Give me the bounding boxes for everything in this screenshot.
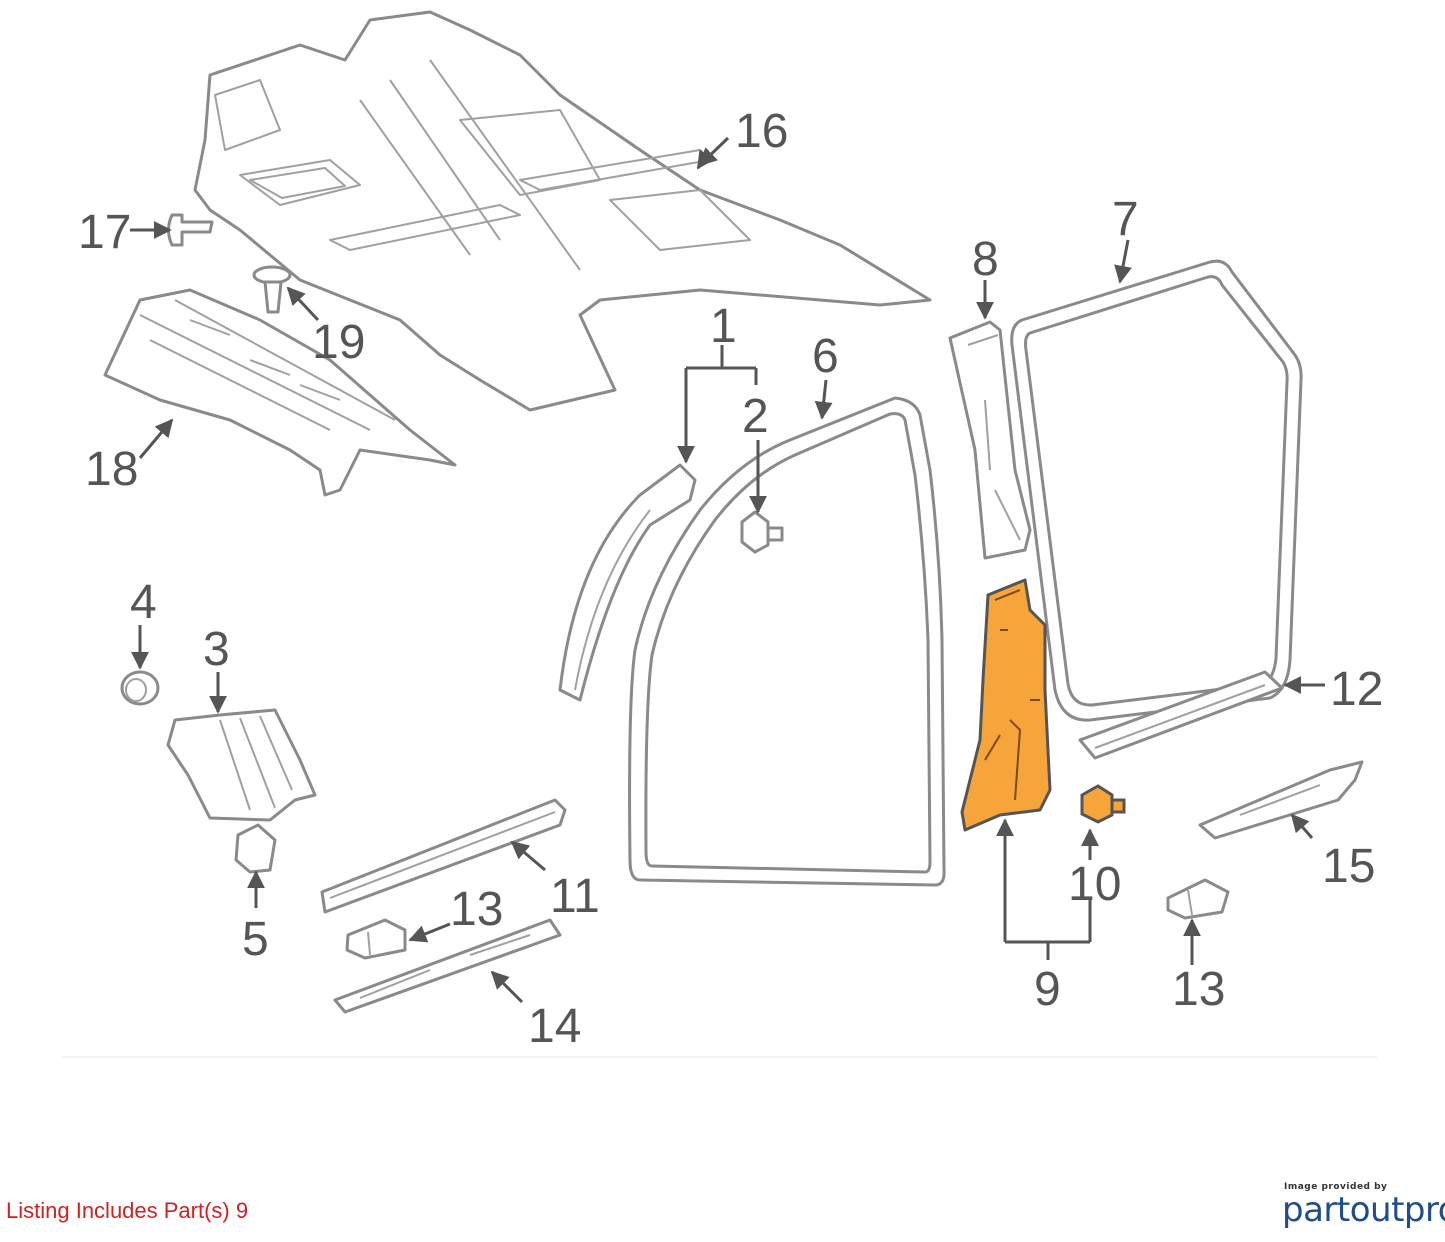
callout-14: 14: [528, 1000, 581, 1053]
part-5-clip: [234, 823, 277, 874]
callout-4: 4: [130, 576, 157, 629]
callout-3: 3: [203, 623, 230, 676]
callout-13-right: 13: [1172, 963, 1225, 1016]
callout-17: 17: [78, 206, 131, 259]
part-13-clip-left: [345, 918, 407, 960]
part-19-push-clip: [252, 265, 292, 314]
part-2-clip: [740, 510, 784, 554]
callout-12: 12: [1330, 663, 1383, 716]
part-4-cap: [120, 670, 160, 706]
part-9-lower-pillar-garnish: [960, 578, 1052, 832]
part-17-push-clip: [167, 213, 214, 247]
callout-16: 16: [735, 105, 788, 158]
part-15-rear-step-plate: [1198, 760, 1364, 840]
part-18-rear-floor-panel: [103, 288, 457, 497]
callout-5: 5: [242, 913, 269, 966]
image-credit: Image provided by: [1284, 1182, 1388, 1192]
listing-note: Listing Includes Part(s) 9: [6, 1198, 249, 1223]
part-3-bracket-cover: [166, 708, 317, 822]
callout-19: 19: [312, 316, 365, 369]
part-7-rear-door-weatherstrip: [1010, 259, 1303, 722]
callout-11: 11: [550, 870, 600, 923]
leader-lines: [130, 136, 1325, 1004]
callout-7: 7: [1112, 193, 1139, 246]
callout-8: 8: [972, 233, 999, 286]
part-14-step-plate: [333, 918, 562, 1014]
callout-10: 10: [1068, 858, 1121, 911]
brand-logo: partoutpro: [1282, 1190, 1445, 1230]
part-12-rear-scuff: [1078, 670, 1284, 760]
callout-6: 6: [812, 330, 839, 383]
part-10-bolt: [1080, 784, 1126, 824]
callout-15: 15: [1322, 840, 1375, 893]
callout-13-left: 13: [450, 883, 503, 936]
callout-9: 9: [1034, 963, 1061, 1016]
callout-labels: 1 2 3 4 5 6 7 8 9 10 11 12 13 13 14 15 1…: [78, 105, 1383, 1053]
part-13-clip-right: [1166, 878, 1230, 920]
part-6-front-door-weatherstrip: [628, 396, 946, 887]
callout-18: 18: [85, 443, 138, 496]
part-8-upper-pillar-garnish: [948, 320, 1032, 560]
part-1-pillar-garnish: [558, 463, 697, 702]
callout-1: 1: [710, 300, 737, 353]
part-11-scuff-plate: [320, 798, 567, 914]
separator-line: [62, 1056, 1377, 1058]
callout-2: 2: [742, 390, 769, 443]
